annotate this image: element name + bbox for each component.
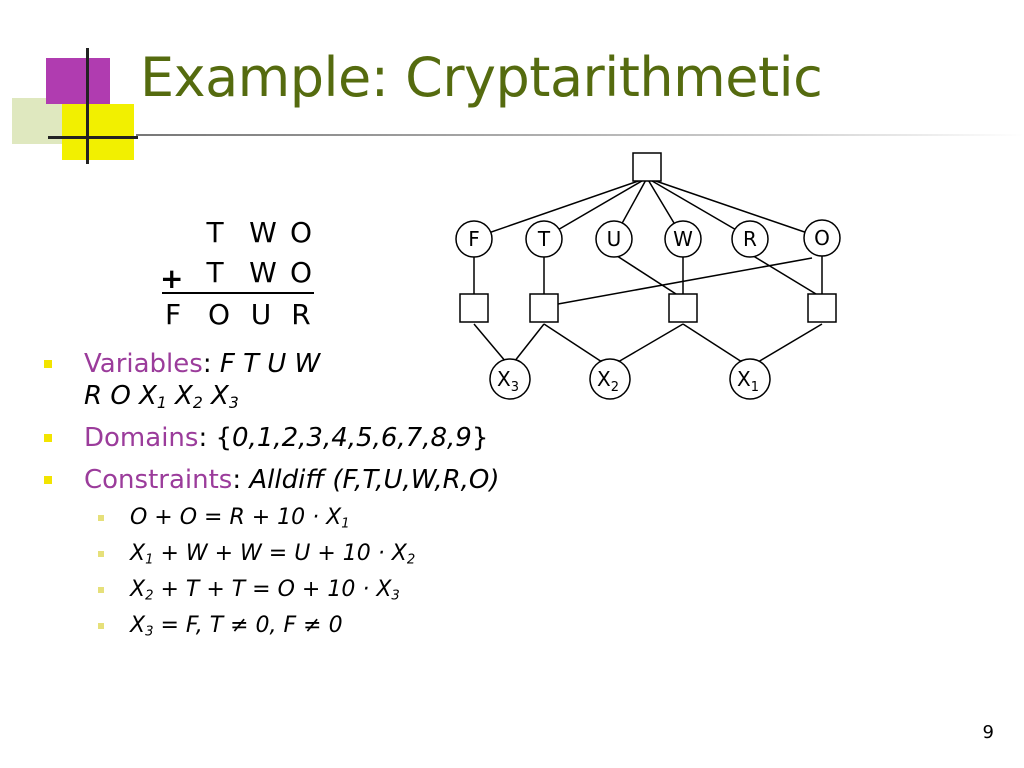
decor-horizontal-line <box>48 136 138 139</box>
variable-node-t <box>525 220 563 258</box>
variables-line-2: R O X1 X2 X3 <box>84 381 239 412</box>
puzzle-letter: U <box>250 298 272 331</box>
column-constraint-node <box>459 293 489 323</box>
carry-node-x2 <box>589 358 631 400</box>
variable-node-u <box>595 220 633 258</box>
carry-node-label: X1 <box>737 367 759 395</box>
carry-node-x3 <box>489 358 531 400</box>
column-constraint-node <box>807 293 837 323</box>
variable-node-label: T <box>537 227 551 251</box>
puzzle-letter: R <box>291 298 311 331</box>
puzzle-row-1: T W O <box>150 216 330 252</box>
puzzle-letter: T <box>206 256 224 289</box>
alldiff-constraint-node <box>632 152 662 182</box>
bullet-marker <box>44 434 52 442</box>
bullet-label: Variables <box>84 349 203 379</box>
sub-bullet-marker <box>98 551 104 557</box>
bullet-constraints: Constraints: Alldiff (F,T,U,W,R,O) <box>44 464 664 496</box>
title-underline <box>136 134 1024 136</box>
bullet-marker <box>44 476 52 484</box>
page-number: 9 <box>982 722 994 743</box>
domains-value: 0,1,2,3,4,5,6,7,8,9 <box>232 423 472 453</box>
variable-node-label: F <box>468 227 480 251</box>
carry-node-label: X2 <box>597 367 619 395</box>
puzzle-letter: T <box>206 216 224 249</box>
constraint-item: X2 + T + T = O + 10 · X3 <box>44 572 664 608</box>
carry-node-label: X3 <box>497 367 519 395</box>
bullet-label: Constraints <box>84 465 233 495</box>
puzzle-letter: W <box>249 216 277 249</box>
constraint-graph: F T U W R O X3 X2 X1 <box>455 152 841 400</box>
decor-square-purple <box>46 58 110 104</box>
puzzle-plus-sign: + <box>160 262 184 295</box>
bullet-variables: Variables: F T U W R O X1 X2 X3 <box>44 348 664 412</box>
puzzle-letter: O <box>289 256 313 289</box>
puzzle-letter: O <box>289 216 313 249</box>
constraint-item: X3 = F, T ≠ 0, F ≠ 0 <box>44 608 664 644</box>
variable-node-label: O <box>814 226 830 250</box>
column-constraint-node <box>668 293 698 323</box>
constraint-item: X1 + W + W = U + 10 · X2 <box>44 536 664 572</box>
variables-line-1: F T U W <box>219 349 321 379</box>
puzzle-result-row: F O U R <box>150 298 330 334</box>
puzzle-sum-line <box>162 292 314 294</box>
sub-bullet-marker <box>98 623 104 629</box>
decor-vertical-line <box>86 48 89 164</box>
column-constraint-node <box>529 293 559 323</box>
decor-square-yellow <box>62 104 134 160</box>
constraint-item: O + O = R + 10 · X1 <box>44 500 664 536</box>
variable-node-w <box>664 220 702 258</box>
carry-node-x1 <box>729 358 771 400</box>
variable-node-label: U <box>607 227 622 251</box>
constraints-value: Alldiff (F,T,U,W,R,O) <box>249 465 500 495</box>
puzzle-letter: O <box>207 298 231 331</box>
slide-title: Example: Cryptarithmetic <box>140 46 823 109</box>
puzzle-letter: W <box>249 256 277 289</box>
puzzle-row-2: T W O <box>150 256 330 292</box>
sub-bullet-marker <box>98 587 104 593</box>
cryptarithm-puzzle: T W O + T W O F O U R <box>150 212 330 332</box>
puzzle-letter: F <box>164 298 182 331</box>
variable-node-label: R <box>743 227 757 251</box>
bullet-domains: Domains: {0,1,2,3,4,5,6,7,8,9} <box>44 422 664 454</box>
variable-node-o <box>803 219 841 257</box>
bullet-label: Domains <box>84 423 199 453</box>
sub-bullet-marker <box>98 515 104 521</box>
bullet-marker <box>44 360 52 368</box>
bullet-list: Variables: F T U W R O X1 X2 X3 Domains:… <box>44 348 664 644</box>
variable-node-r <box>731 220 769 258</box>
variable-node-f <box>455 220 493 258</box>
variable-node-label: W <box>673 227 693 251</box>
